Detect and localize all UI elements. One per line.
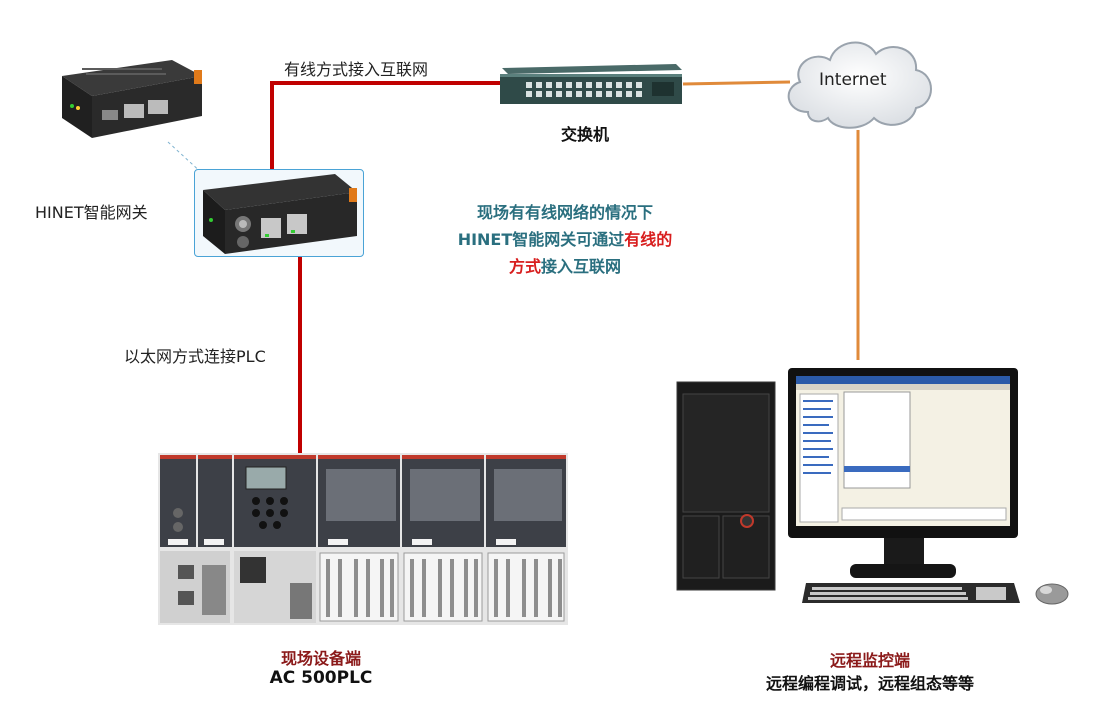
mouse-icon (1035, 583, 1069, 605)
gateway-label: HINET智能网关 (35, 203, 148, 222)
cable-switch-to-internet (682, 80, 791, 86)
note-line-3-suffix: 接入互联网 (541, 257, 622, 276)
computer-tower-icon (676, 381, 776, 591)
note-line-2-prefix: HINET智能网关可通过 (457, 230, 625, 249)
note-line-1: 现场有有线网络的情况下 (476, 203, 653, 222)
note-line-3: 方式接入互联网 (420, 253, 710, 280)
gateway-closeup-icon (203, 174, 357, 254)
gateway-zoom-frame (194, 169, 364, 257)
keyboard-icon (802, 583, 1020, 603)
internet-label: Internet (819, 70, 887, 90)
note-line-2: HINET智能网关可通过有线的 (420, 226, 710, 253)
remote-side-title: 远程监控端 (829, 651, 910, 670)
remote-side-subtitle: 远程编程调试，远程组态等等 (765, 674, 974, 693)
switch-label: 交换机 (561, 125, 610, 144)
cloud-icon (787, 41, 932, 129)
wired-access-note: 现场有有线网络的情况下 HINET智能网关可通过有线的 方式接入互联网 (420, 199, 710, 280)
note-line-3-highlight: 方式 (508, 257, 541, 276)
field-side-subtitle: AC 500PLC (269, 668, 373, 688)
plc-rack-icon (158, 453, 568, 625)
ethernet-plc-label: 以太网方式连接PLC (124, 347, 266, 366)
switch-device-icon (500, 64, 682, 104)
wired-access-label: 有线方式接入互联网 (284, 60, 429, 79)
gateway-zoom-lead (167, 141, 216, 186)
note-line-2-highlight: 有线的 (624, 230, 673, 249)
monitor-icon (788, 368, 1018, 578)
field-side-title: 现场设备端 (280, 649, 361, 668)
gateway-device-icon (62, 60, 202, 138)
